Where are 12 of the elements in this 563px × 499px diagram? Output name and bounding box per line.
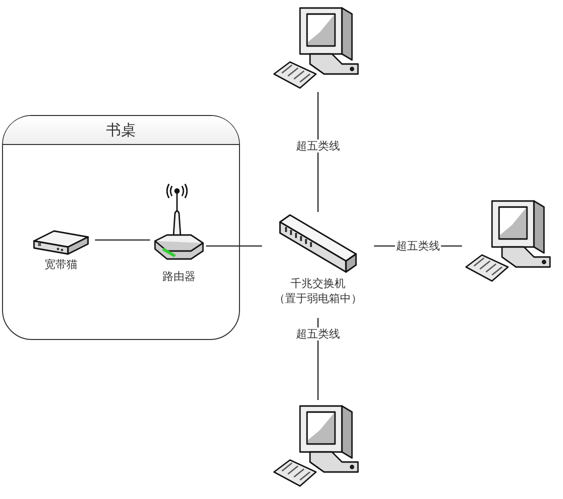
device-label: （置于弱电箱中）: [274, 291, 362, 306]
cable-line: [317, 92, 319, 212]
cable-line: [95, 239, 150, 241]
edge-label: 超五类线: [295, 140, 341, 152]
cable-line: [206, 245, 262, 247]
desk-panel: [2, 115, 240, 340]
device-label: 千兆交换机: [290, 276, 346, 291]
panel-title: 书桌: [3, 116, 239, 145]
edge-label: 超五类线: [395, 240, 441, 252]
device-label: 宽带猫: [44, 257, 78, 272]
device-label: 路由器: [162, 269, 196, 284]
edge-label: 超五类线: [295, 328, 341, 341]
